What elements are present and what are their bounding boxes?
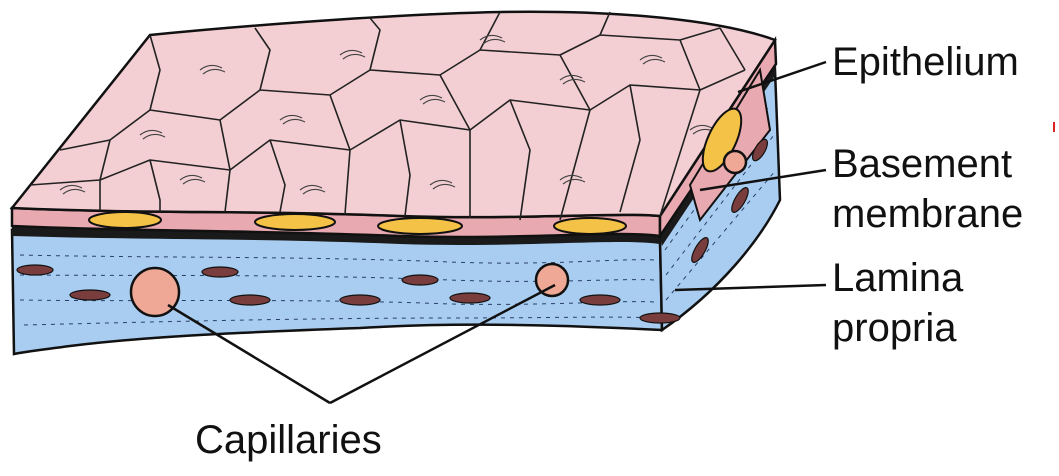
red-tick-mark <box>1053 122 1055 132</box>
label-basement-line-1: Basement <box>832 142 1012 186</box>
label-capillaries: Capillaries <box>195 418 382 462</box>
label-lamina-line-1: Lamina <box>832 256 963 300</box>
label-basement-line-2: membrane <box>832 192 1023 236</box>
epithelium-top-surface <box>12 12 775 217</box>
lamina-propria-front-face <box>12 230 662 354</box>
label-epithelium: Epithelium <box>832 40 1019 84</box>
label-lamina-line-2: propria <box>832 306 957 350</box>
